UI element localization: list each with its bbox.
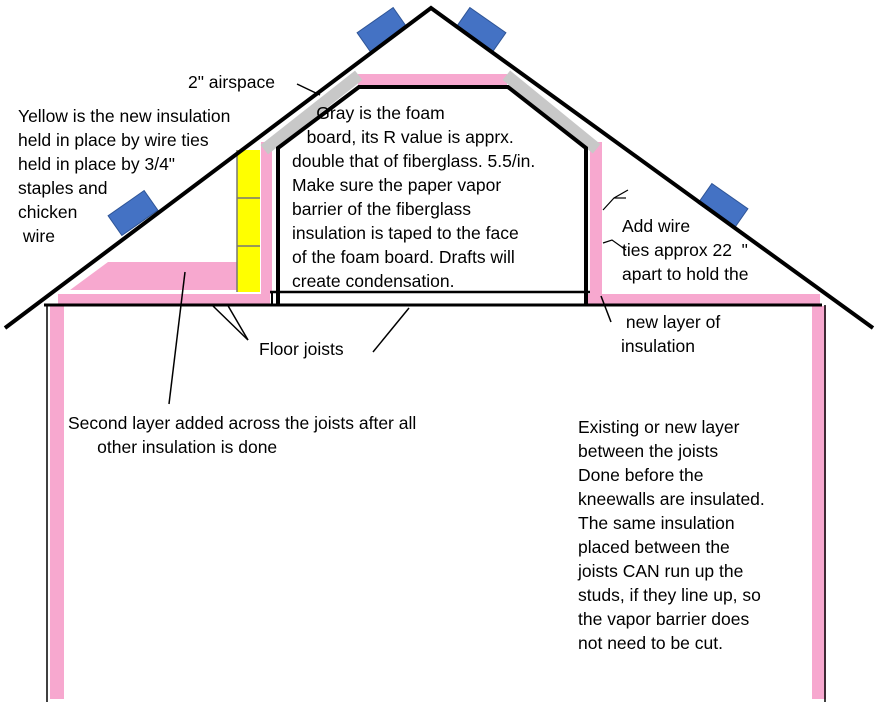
insulation-floor-right: [588, 294, 820, 306]
insulation-wall-right: [812, 306, 826, 699]
existing-layer-note: Existing or new layer between the joists…: [578, 417, 765, 653]
insulation-kneewall-right: [590, 142, 602, 294]
airspace-label: 2" airspace: [188, 72, 275, 92]
room-outline: [276, 85, 588, 305]
roof-line: [3, 5, 875, 330]
new-insulation-yellow: [236, 150, 260, 292]
foam-board-left: [260, 70, 363, 155]
foam-board: [260, 70, 601, 155]
leader-lines: [168, 83, 629, 405]
existing-insulation: [50, 74, 826, 699]
house-structure: [3, 5, 875, 702]
second-layer-note: Second layer added across the joists aft…: [68, 413, 417, 457]
gray-foam-note: Gray is the foam board, its R value is a…: [292, 103, 536, 291]
floor-joists-label: Floor joists: [259, 339, 344, 359]
new-layer-leader: [600, 295, 612, 323]
new-layer-note: new layer of insulation: [621, 312, 721, 356]
yellow-insulation: [237, 150, 260, 292]
airspace-leader: [296, 83, 321, 96]
wire-tie-mark-2: [602, 239, 627, 251]
wire-ties-note: Add wire ties approx 22 " apart to hold …: [622, 216, 749, 284]
floor-joists-leader-1: [212, 305, 249, 341]
insulation-wall-left: [50, 306, 64, 699]
second-layer-leader: [168, 271, 186, 405]
yellow-insulation-note: Yellow is the new insulation held in pla…: [18, 106, 231, 246]
roof-vents: [107, 6, 749, 237]
insulation-floor-left: [58, 294, 270, 306]
roof-vent-left: [107, 189, 159, 237]
insulation-kneewall-left: [261, 142, 272, 294]
second-layer-insulation: [70, 262, 238, 290]
foam-board-right: [502, 70, 601, 154]
insulation-collar-tie: [358, 74, 507, 88]
floor-joists-leader-2: [226, 303, 249, 341]
wire-tie-mark-1: [602, 189, 629, 211]
floor-joists-leader-3: [372, 307, 410, 353]
